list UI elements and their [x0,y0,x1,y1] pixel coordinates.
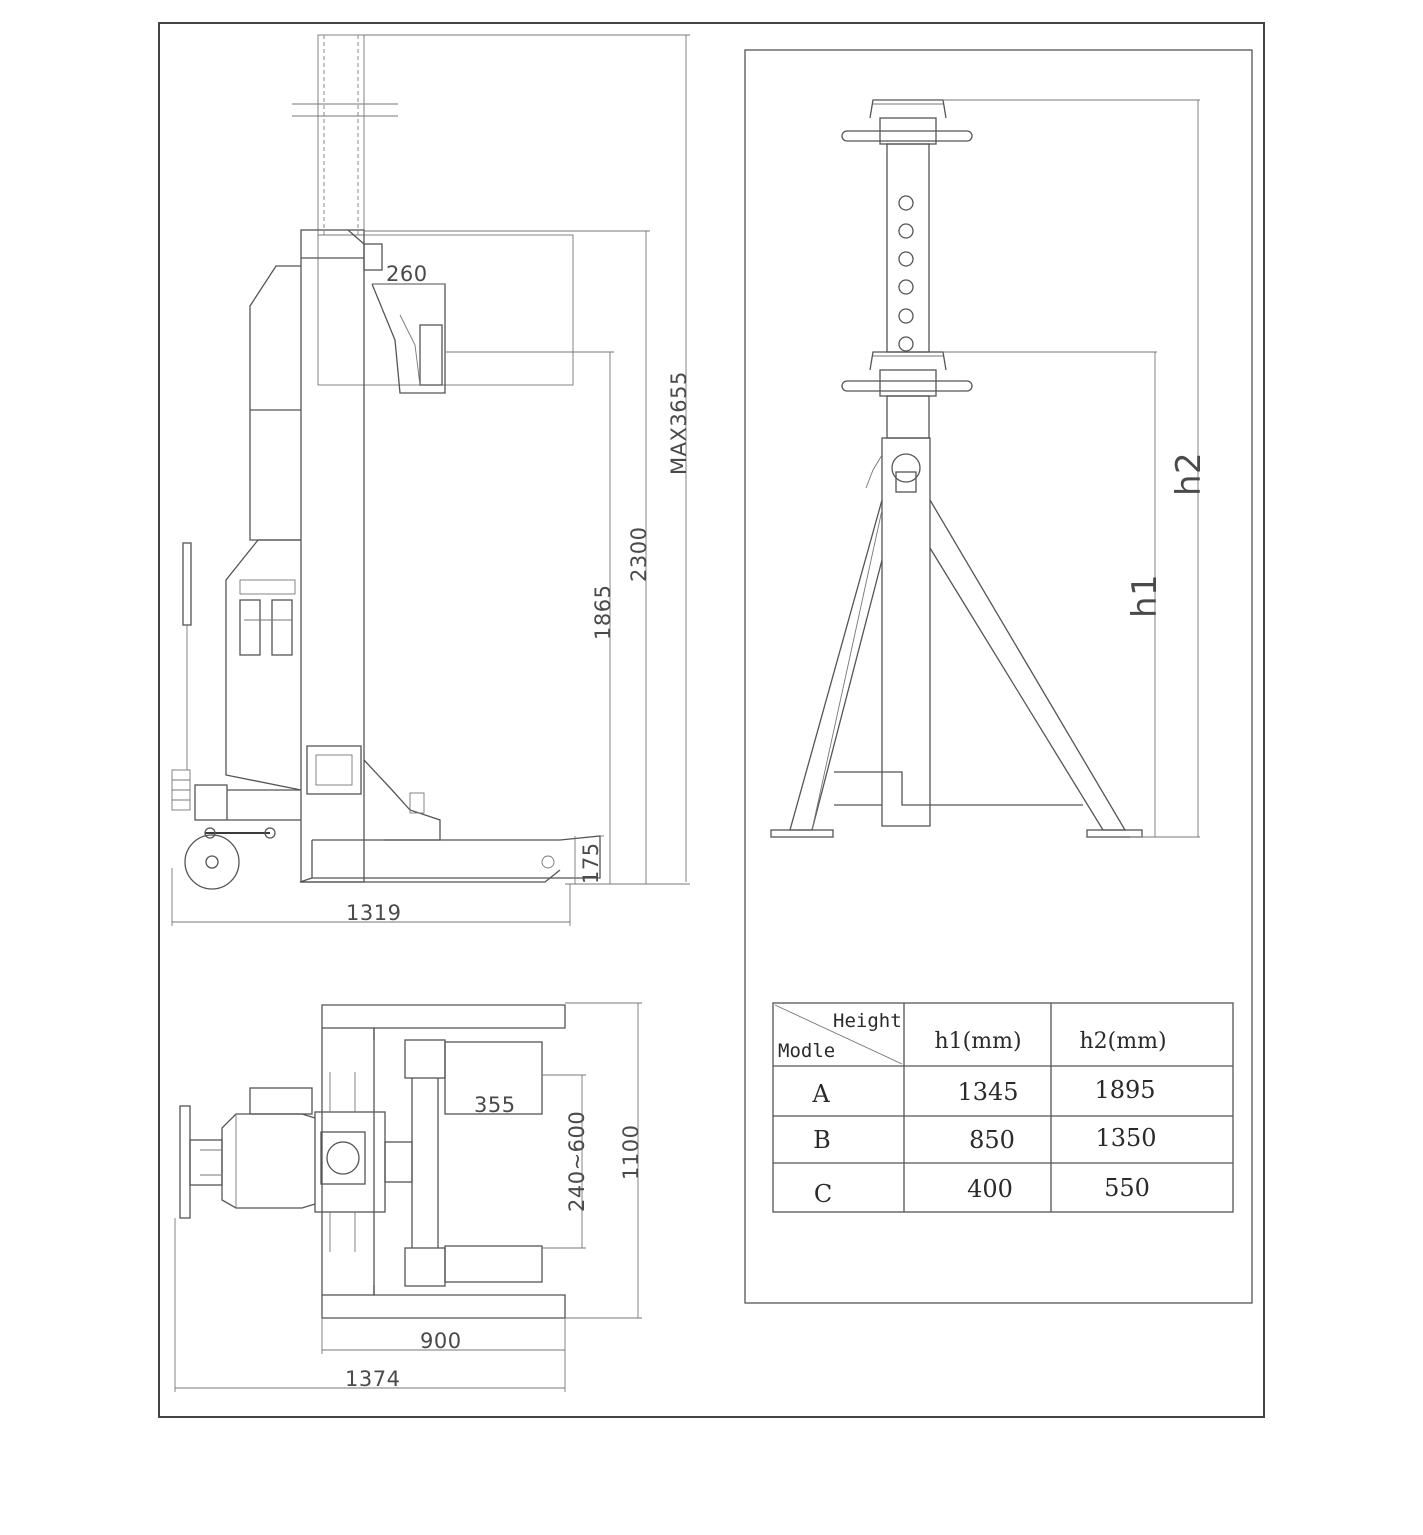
stand-panel-frame [744,49,1253,1304]
dim-fork-length: 355 [474,1093,516,1117]
table-header-height: Height [833,1010,902,1032]
table-row-b-model: B [813,1126,831,1154]
dim-total-length: 1374 [345,1367,400,1391]
table-col-h2: h2(mm) [1079,1029,1166,1054]
dim-lift-saddle: 1865 [591,585,615,640]
label-h1: h1 [1125,574,1165,618]
dim-fork-width: 900 [420,1329,462,1353]
table-row-b-h2: 1350 [1095,1124,1156,1152]
table-row-a-model: A [811,1080,830,1108]
table-col-h1: h1(mm) [934,1029,1021,1054]
label-h2: h2 [1169,452,1209,496]
side-view-lift: MAX3655 2300 1865 175 260 1319 [171,34,691,926]
table-row-a-h2: 1895 [1094,1076,1155,1104]
stand-view: h2 h1 [770,99,1209,838]
table-row-a-h1: 1345 [957,1078,1018,1106]
dim-top-width: 1100 [619,1125,643,1180]
dim-saddle-width: 260 [386,262,428,286]
dim-base: 175 [579,842,603,884]
dim-max-height: MAX3655 [667,371,691,475]
dim-lift-top: 2300 [627,527,651,582]
dim-length: 1319 [346,901,401,925]
table-row-c-h2: 550 [1104,1174,1150,1202]
model-height-table: Height Modle h1(mm) h2(mm) A 1345 1895 B… [772,1002,1234,1213]
drawing-frame [158,22,1265,1418]
table-row-c-h1: 400 [967,1175,1013,1203]
dim-fork-range: 240~600 [565,1111,589,1212]
table-row-b-h1: 850 [969,1126,1015,1154]
table-row-c-model: C [814,1180,832,1208]
table-header-model: Modle [778,1040,835,1062]
top-view-lift: 1100 240~600 355 900 1374 [174,1002,643,1392]
